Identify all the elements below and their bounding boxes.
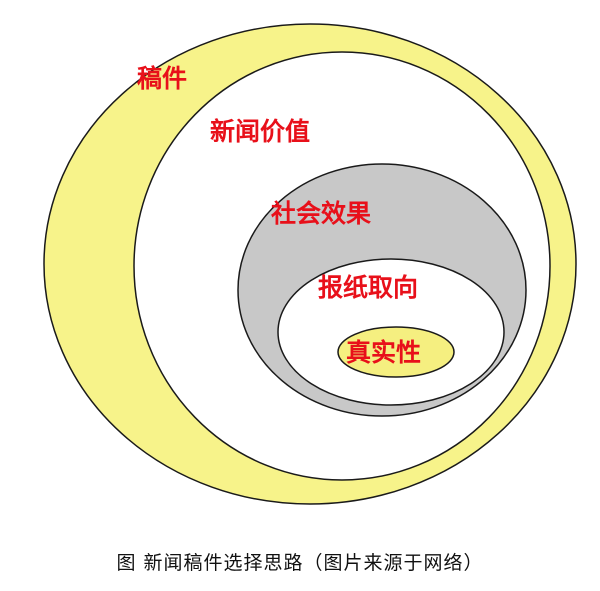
label-social-effect: 社会效果	[271, 199, 371, 228]
label-authenticity: 真实性	[346, 338, 421, 367]
label-newspaper-orientation: 报纸取向	[318, 273, 418, 302]
figure-caption: 图 新闻稿件选择思路（图片来源于网络）	[116, 552, 484, 574]
label-news-value: 新闻价值	[210, 117, 310, 146]
label-manuscript: 稿件	[137, 64, 187, 93]
ellipse-authenticity	[337, 326, 455, 378]
